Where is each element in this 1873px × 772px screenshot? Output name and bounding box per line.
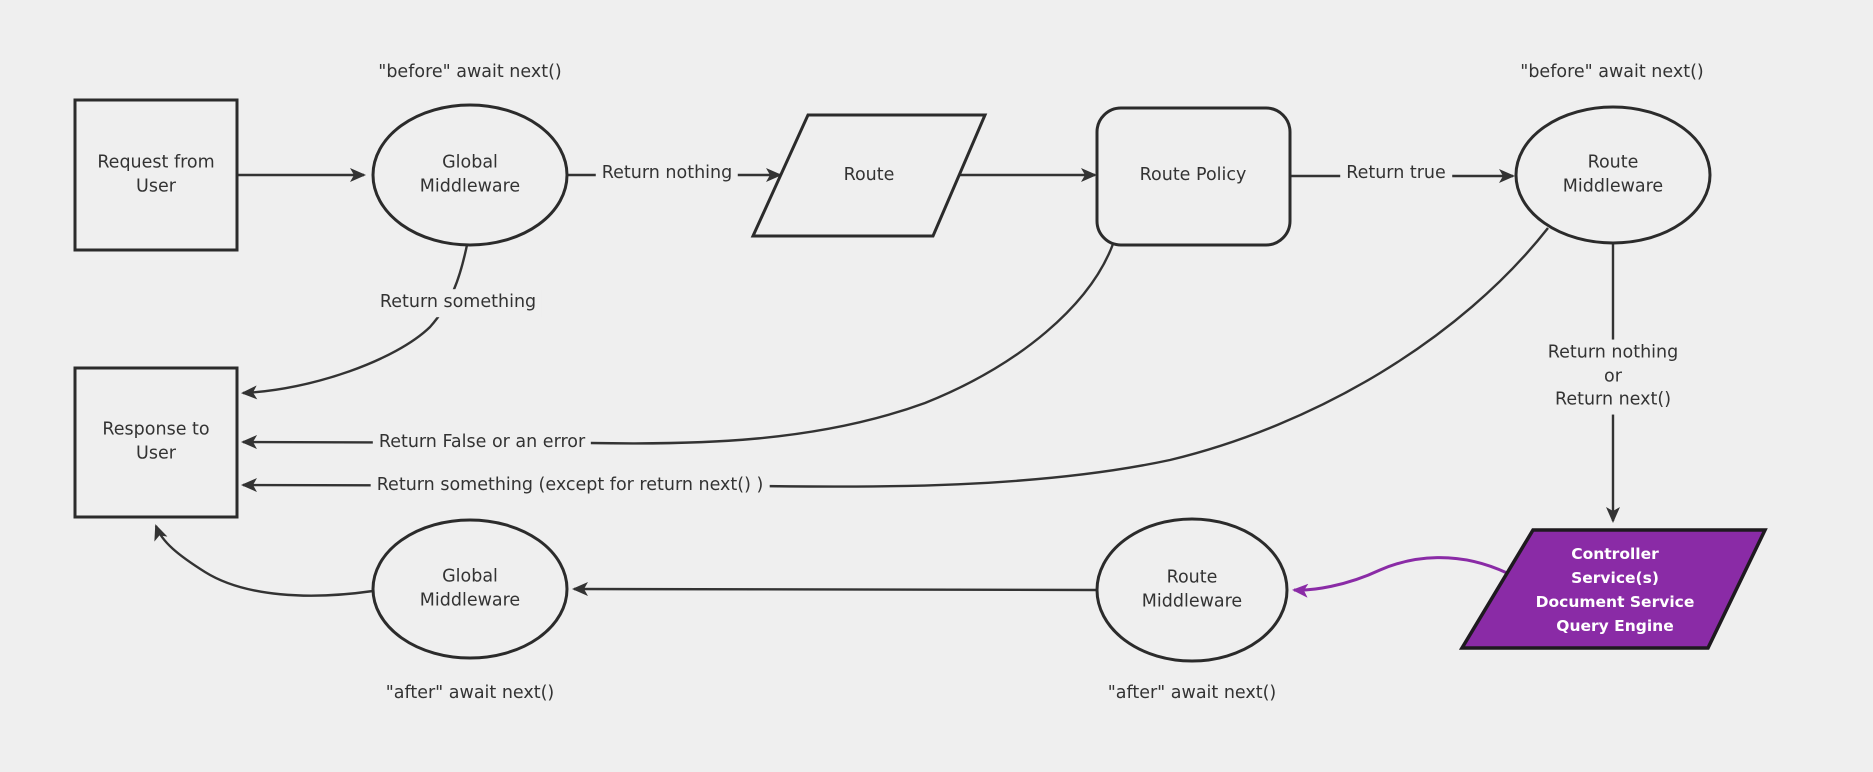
edge-label-return-something: Return something [373,289,543,317]
route-middleware-bottom-label: Route Middleware [1141,567,1243,611]
edge-controller-to-route-middleware-bottom [1292,556,1508,598]
annotation-after-await-right: "after" await next() [1107,683,1277,704]
edge-label-return-true: Return true [1340,160,1452,188]
edge-route-middleware-to-response [241,227,1549,493]
global-middleware-top-label: Global Middleware [419,152,521,196]
route-middleware-top-shape [1514,105,1712,245]
global-middleware-bottom-shape [371,518,569,660]
annotation-before-await-left: "before" await next() [378,62,562,83]
edge-route-policy-to-response [241,243,1115,450]
edge-route-middleware-bottom-to-global-middleware-bottom [572,582,1098,597]
controller-services-shape [1458,528,1768,650]
annotation-before-await-right: "before" await next() [1520,62,1704,83]
route-label: Route [843,165,895,186]
controller-services-label: Controller Service(s) Document Service Q… [1535,544,1695,636]
edge-label-return-nothing: Return nothing [595,160,739,188]
annotation-after-await-left: "after" await next() [385,683,555,704]
response-to-user-label: Response to User [102,419,210,463]
edge-label-return-false-or-error: Return False or an error [372,429,592,457]
response-to-user-shape [73,366,239,519]
route-middleware-top-label: Route Middleware [1562,152,1664,196]
edge-label-return-nothing-or-next: Return nothing or Return next() [1541,339,1685,415]
route-middleware-bottom-shape [1095,517,1289,663]
request-from-user-shape [73,98,239,252]
global-middleware-bottom-label: Global Middleware [419,566,521,610]
route-policy-label: Route Policy [1139,165,1247,186]
request-from-user-label: Request from User [97,152,215,196]
global-middleware-top-shape [371,103,569,247]
edge-global-middleware-bottom-to-response [154,524,374,597]
route-shape [750,113,988,238]
route-policy-shape [1095,106,1292,247]
edge-label-return-something-except: Return something (except for return next… [370,472,770,500]
edge-global-middleware-to-response [241,244,469,400]
